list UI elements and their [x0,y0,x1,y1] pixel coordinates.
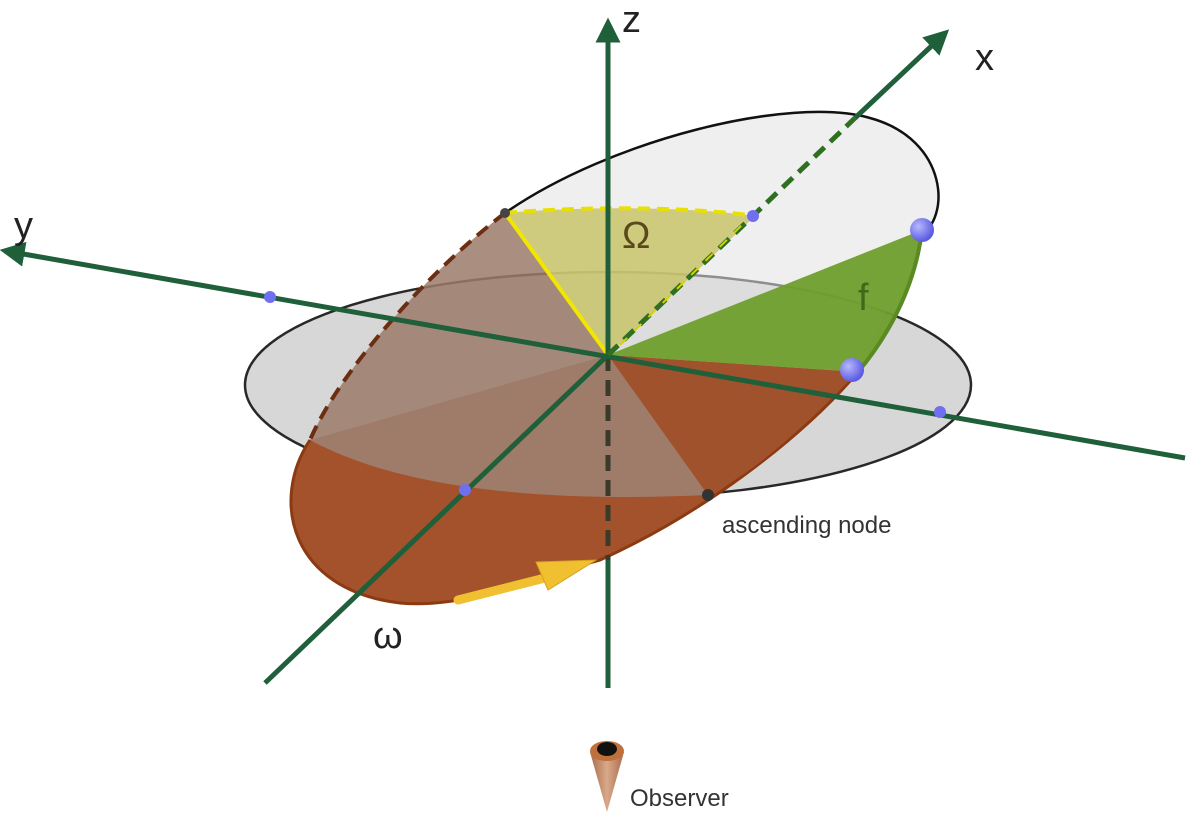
true-anomaly-arc [856,229,924,374]
orbital-direction-arrow [453,573,550,605]
descending-node-point [500,208,510,218]
true-anomaly-wedge [608,230,922,372]
x-axis-lower [263,353,610,685]
observer-label: Observer [630,785,729,812]
argument-of-periapsis-label: ω [373,615,403,657]
y-axis-label: y [14,205,33,247]
node-angle-arc [504,206,756,218]
plane-x-intersection-back [747,210,759,222]
orbit-hidden-edge [308,211,507,441]
node-angle-wedge [505,208,755,355]
plane-x-intersection-front [459,484,471,496]
longitude-of-ascending-node-label: Ω [622,215,650,257]
y-axis [0,241,1186,461]
line-of-nodes [503,211,610,357]
orbit-plane-tinted-sector [310,213,608,440]
orbital-direction-arrowhead [535,559,598,591]
x-axis-label: x [975,37,994,79]
ascending-node-point [702,489,714,501]
x-axis [853,29,950,120]
z-axis-label: z [622,0,641,41]
observer-icon [590,741,624,812]
periapsis-ball [840,358,864,382]
plane-y-intersection-left [264,291,276,303]
orbit-plane-outline-top [504,110,940,237]
planet-position-ball [910,218,934,242]
x-axis-hidden-yellow [619,221,746,346]
orbit-plane-upper-half [505,111,939,495]
plane-y-intersection-right [934,406,946,418]
ascending-node-label: ascending node [722,512,891,539]
true-anomaly-label: f [858,277,869,319]
